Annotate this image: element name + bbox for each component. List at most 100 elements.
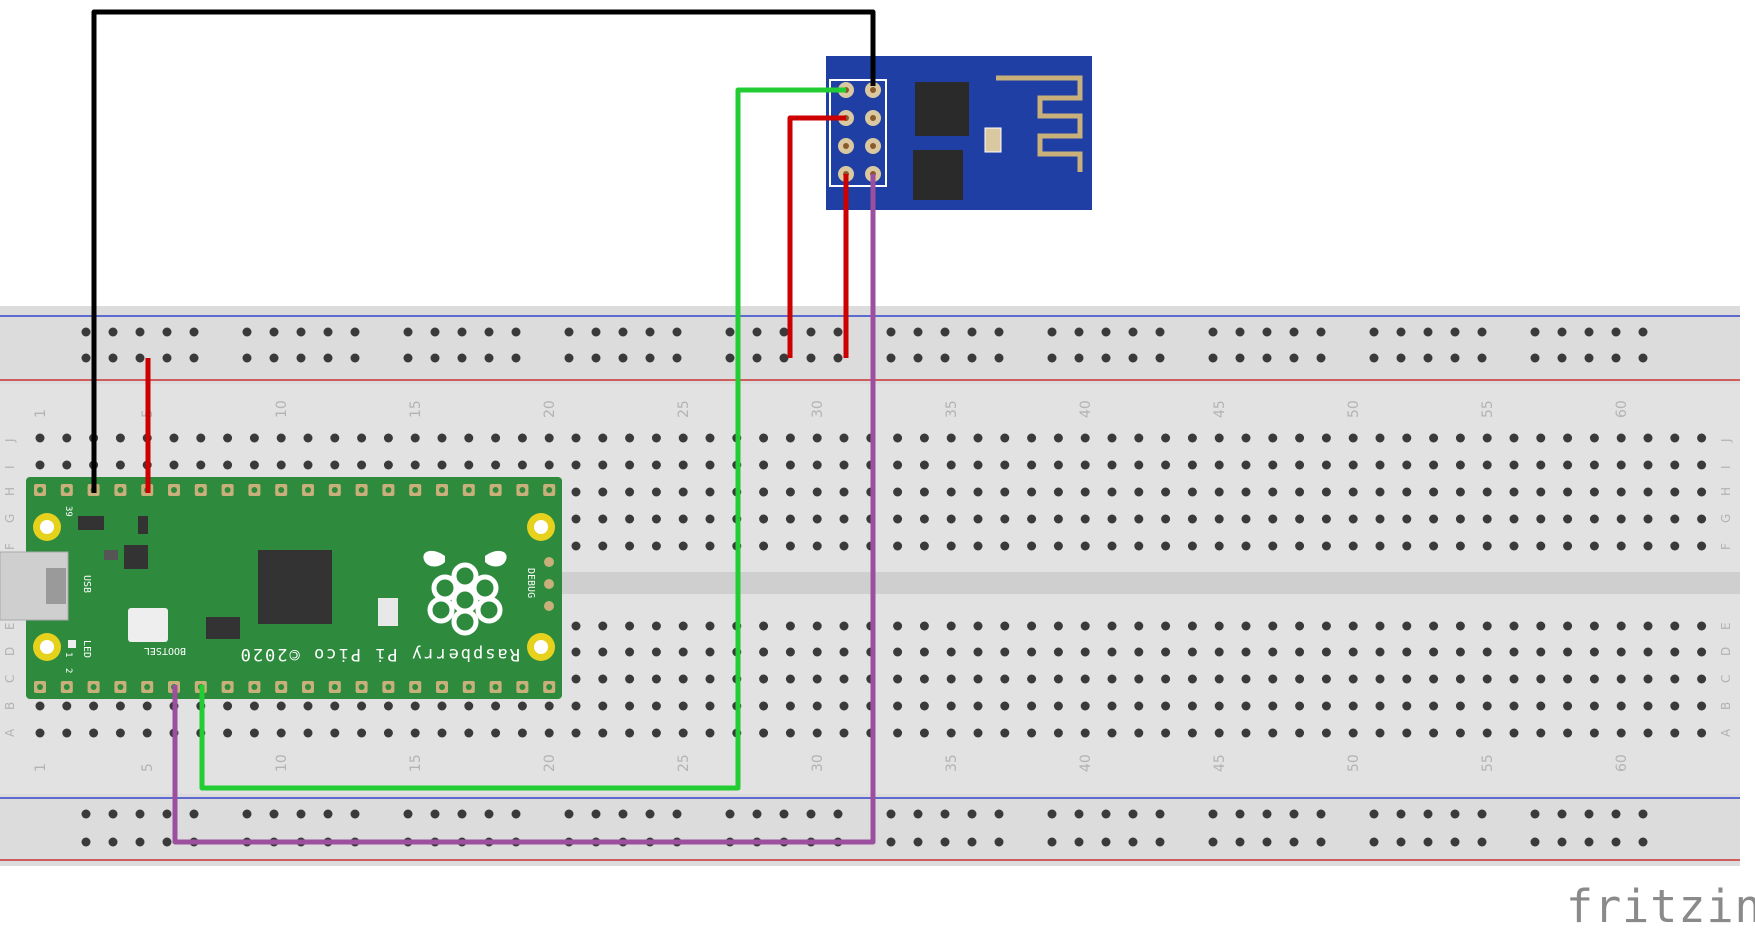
breadboard-hole (1295, 514, 1305, 524)
breadboard-hole (1584, 809, 1594, 819)
breadboard-hole (651, 514, 661, 524)
breadboard-hole (1402, 621, 1412, 631)
breadboard-hole (1107, 701, 1117, 711)
breadboard-hole (1155, 353, 1165, 363)
breadboard-hole (1423, 327, 1433, 337)
breadboard-hole (1423, 353, 1433, 363)
breadboard-hole (1348, 514, 1358, 524)
breadboard-hole (1477, 837, 1487, 847)
esp01-header-outline (829, 79, 887, 187)
breadboard-hole (1429, 487, 1439, 497)
breadboard-hole (1348, 460, 1358, 470)
breadboard-hole (725, 327, 735, 337)
breadboard-hole (1589, 674, 1599, 684)
breadboard-hole (437, 728, 447, 738)
breadboard-hole (1584, 837, 1594, 847)
breadboard-hole (410, 460, 420, 470)
breadboard-hole (491, 433, 501, 443)
breadboard-hole (1589, 460, 1599, 470)
breadboard-hole (189, 327, 199, 337)
breadboard-hole (1134, 701, 1144, 711)
pin-39-label: 39 (63, 506, 73, 517)
wire-green-tx[interactable] (199, 87, 846, 791)
breadboard-hole (940, 327, 950, 337)
breadboard-hole (886, 327, 896, 337)
wire-red-esp-vcc[interactable] (787, 115, 846, 358)
breadboard-hole (1161, 514, 1171, 524)
column-number-label: 20 (542, 400, 558, 418)
breadboard-hole (893, 621, 903, 631)
breadboard-hole (839, 433, 849, 443)
breadboard-hole (785, 701, 795, 711)
breadboard-hole (1589, 728, 1599, 738)
breadboard-hole (1187, 460, 1197, 470)
row-letter-label: D (3, 647, 17, 656)
breadboard-hole (1429, 647, 1439, 657)
breadboard-hole (1268, 433, 1278, 443)
breadboard-hole (759, 541, 769, 551)
breadboard-hole (464, 460, 474, 470)
breadboard-hole (242, 327, 252, 337)
wire-black-gnd[interactable] (91, 9, 876, 493)
breadboard-hole (1134, 674, 1144, 684)
pico-pin-hole (519, 487, 526, 493)
breadboard-hole (1080, 514, 1090, 524)
breadboard-hole (357, 460, 367, 470)
breadboard-hole (1000, 647, 1010, 657)
pico-pin-hole (358, 487, 365, 493)
breadboard-hole (812, 487, 822, 497)
breadboard-hole (1482, 433, 1492, 443)
breadboard-hole (357, 433, 367, 443)
column-number-label: 10 (274, 400, 290, 418)
breadboard-hole (1235, 809, 1245, 819)
breadboard-hole (571, 514, 581, 524)
breadboard-hole (511, 809, 521, 819)
breadboard-hole (1611, 327, 1621, 337)
breadboard-hole (1000, 728, 1010, 738)
breadboard-hole (1321, 514, 1331, 524)
breadboard-hole (1536, 487, 1546, 497)
breadboard-hole (678, 487, 688, 497)
breadboard-hole (1000, 514, 1010, 524)
breadboard-hole (1375, 621, 1385, 631)
breadboard-hole (1295, 433, 1305, 443)
breadboard-hole (645, 809, 655, 819)
breadboard-hole (651, 728, 661, 738)
breadboard-hole (1080, 647, 1090, 657)
wire-purple-rx[interactable] (172, 174, 876, 845)
breadboard-hole (1187, 433, 1197, 443)
breadboard-hole (913, 837, 923, 847)
breadboard-hole (591, 327, 601, 337)
breadboard-hole (430, 327, 440, 337)
breadboard-hole (598, 621, 608, 631)
breadboard-hole (625, 728, 635, 738)
breadboard-hole (1509, 701, 1519, 711)
breadboard-hole (1268, 514, 1278, 524)
row-letter-label: G (3, 514, 17, 523)
row-letter-label: B (1719, 702, 1733, 710)
breadboard-hole (1295, 647, 1305, 657)
breadboard-hole (973, 514, 983, 524)
breadboard-hole (571, 647, 581, 657)
breadboard-hole (1589, 541, 1599, 551)
breadboard-hole (330, 701, 340, 711)
breadboard-hole (1536, 541, 1546, 551)
breadboard-hole (1455, 541, 1465, 551)
breadboard-hole (672, 353, 682, 363)
breadboard-hole (1643, 514, 1653, 524)
debug-pin (544, 557, 554, 567)
breadboard-hole (1047, 327, 1057, 337)
row-letter-label: J (3, 438, 17, 443)
breadboard-hole (1289, 809, 1299, 819)
breadboard-hole (785, 487, 795, 497)
pico-bottom-pins (34, 681, 556, 693)
breadboard-hole (1429, 541, 1439, 551)
row-letter-label: J (1719, 438, 1733, 443)
breadboard-hole (269, 327, 279, 337)
breadboard-hole (484, 353, 494, 363)
breadboard-hole (276, 433, 286, 443)
pico-pin-hole (305, 684, 311, 690)
breadboard-hole (1289, 837, 1299, 847)
breadboard-hole (464, 728, 474, 738)
breadboard-hole (839, 674, 849, 684)
